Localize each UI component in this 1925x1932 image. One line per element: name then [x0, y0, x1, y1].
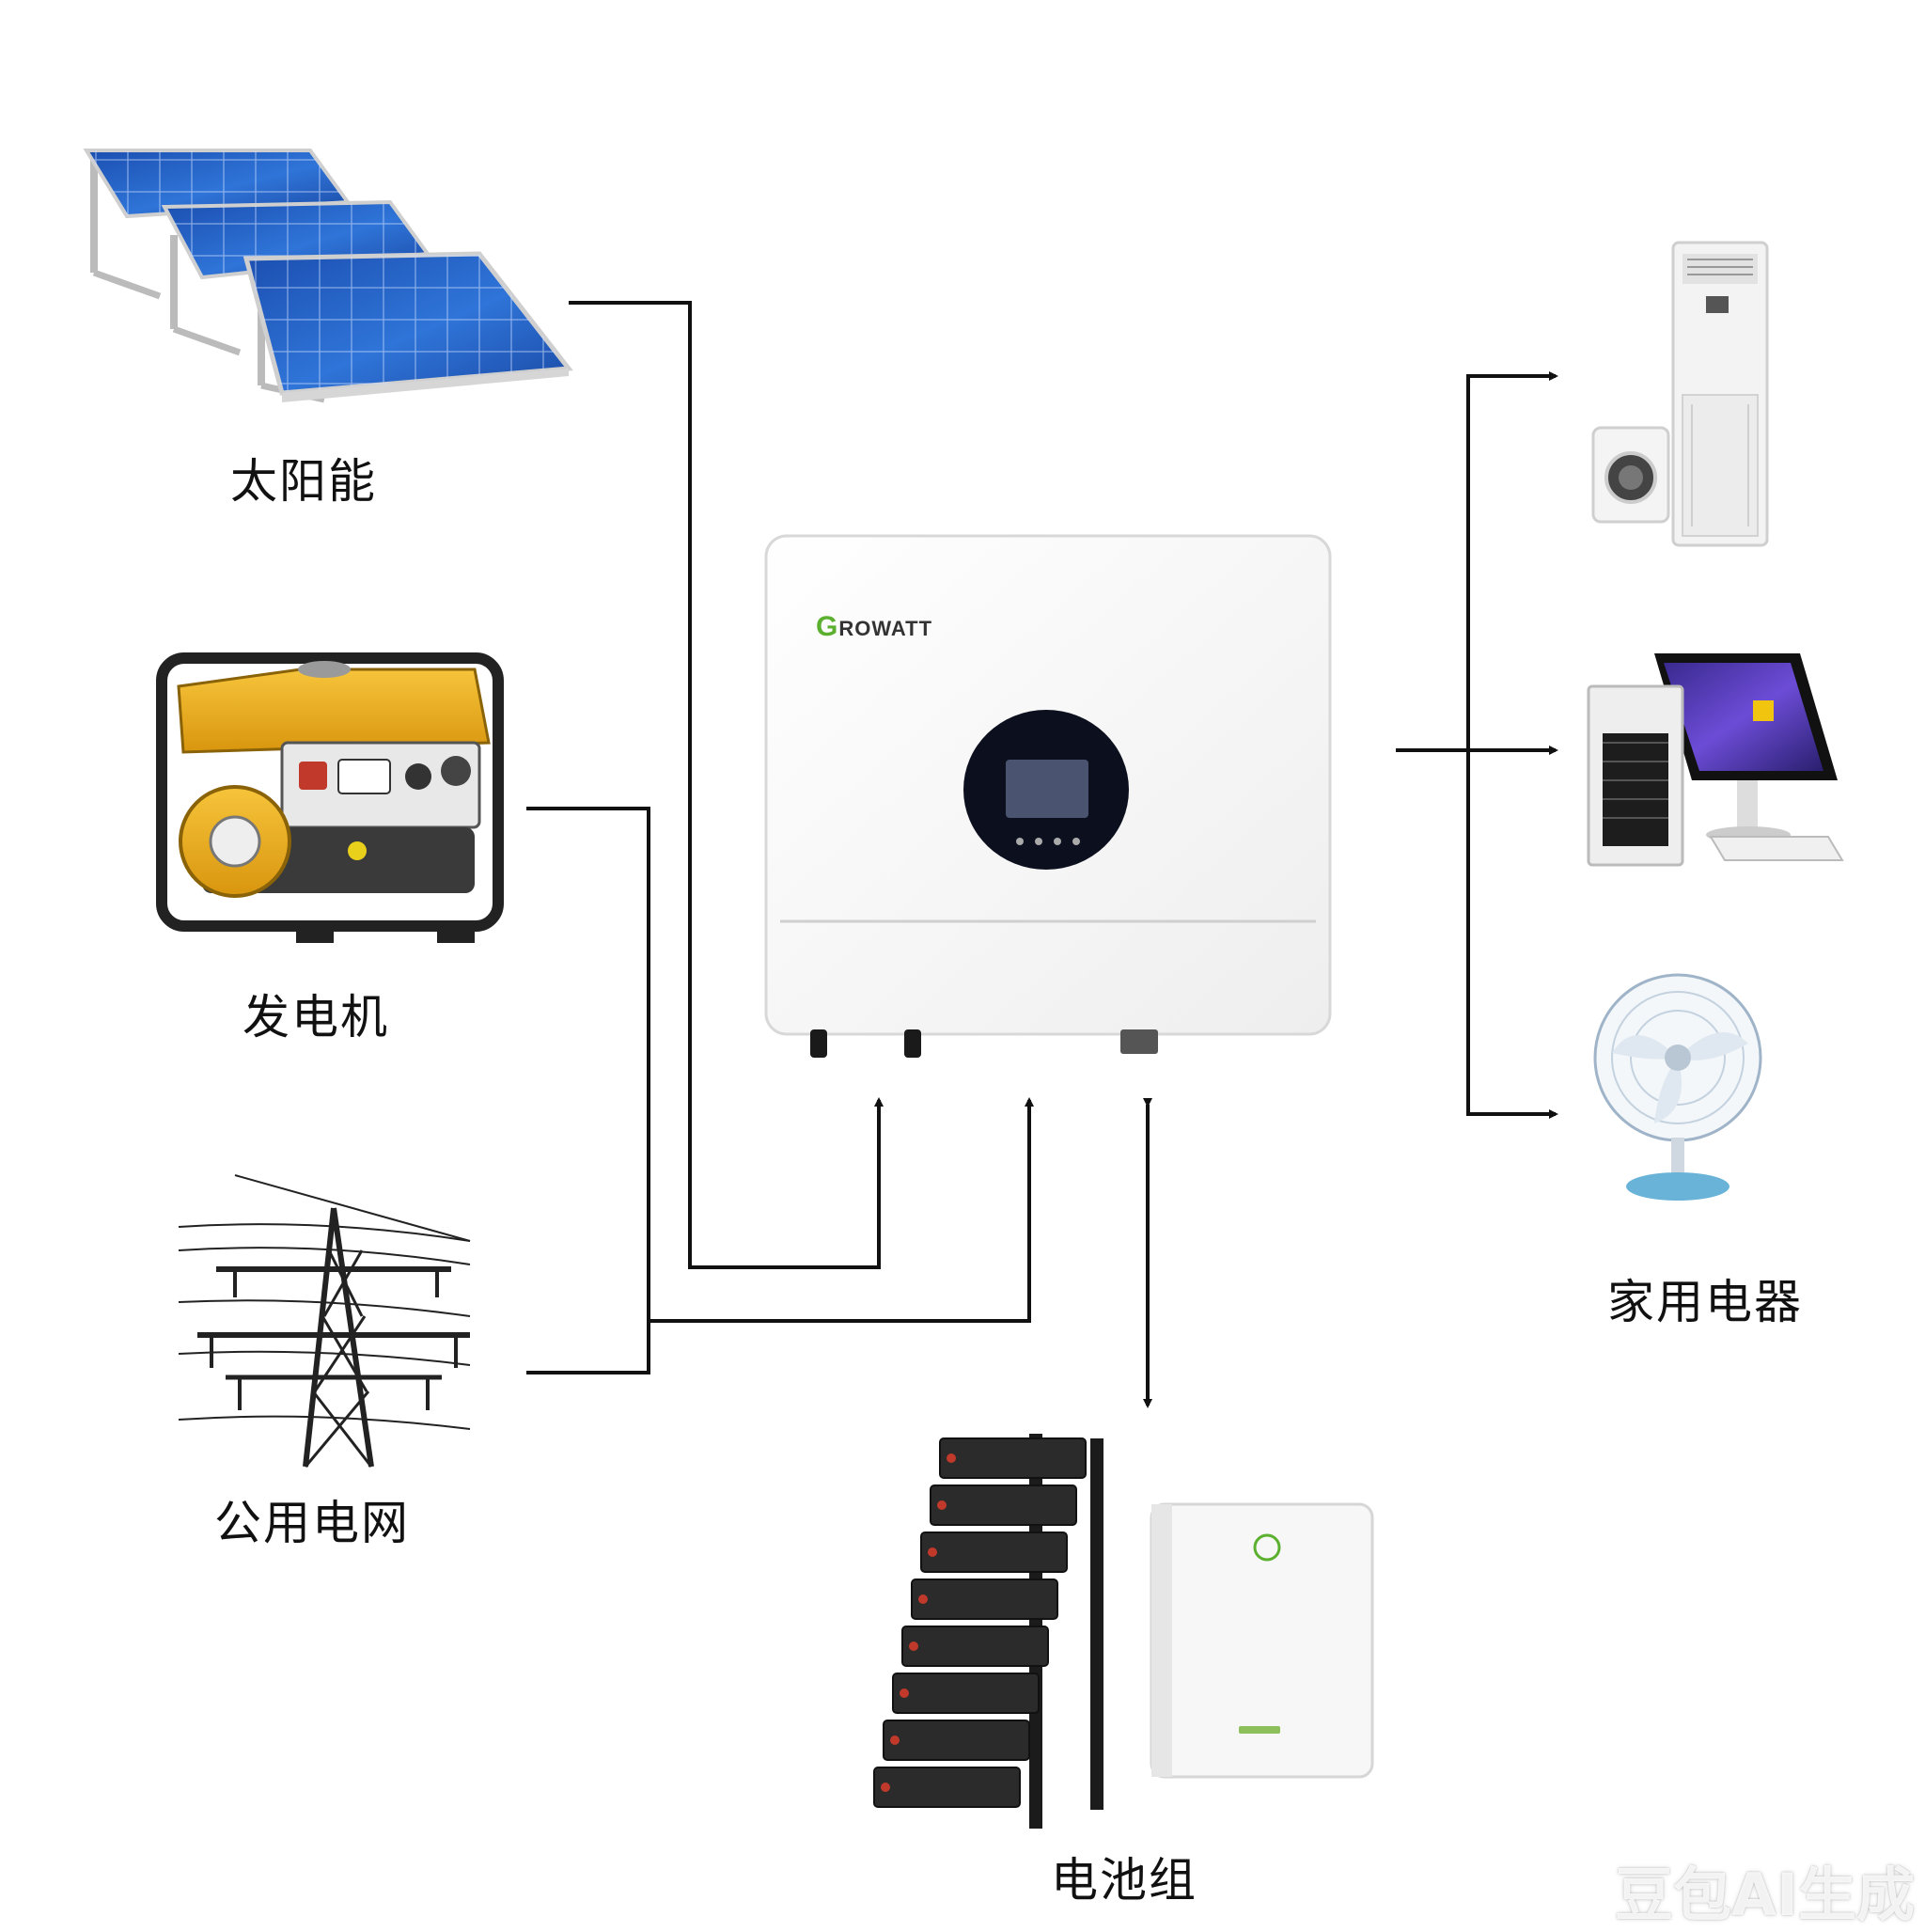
watermark-text: 豆包AI生成	[1615, 1861, 1916, 1929]
inverter-device	[764, 534, 1332, 1058]
inverter-screen	[1006, 760, 1088, 818]
label-home-appliances: 家用电器	[1607, 1275, 1803, 1329]
line-grid-to-inverter	[526, 1097, 1034, 1374]
air-conditioner-icon	[1671, 241, 1769, 547]
brand-rest: ROWATT	[838, 617, 933, 640]
line-generator-to-inverter	[526, 807, 650, 1321]
wall-battery-icon	[1150, 1502, 1374, 1779]
washing-machine-icon	[1591, 426, 1670, 524]
solar-panel-3	[243, 251, 573, 403]
line-to-air-conditioner	[1466, 371, 1558, 750]
label-solar: 太阳能	[230, 454, 377, 509]
label-generator: 发电机	[243, 990, 389, 1045]
generator-icon	[156, 652, 504, 943]
fan-icon	[1593, 973, 1762, 1201]
battery-rack-icon	[873, 1434, 1103, 1829]
computer-icon	[1587, 653, 1844, 867]
line-solar-to-inverter	[569, 301, 884, 1269]
connection-lines	[526, 301, 1558, 1408]
label-battery: 电池组	[1051, 1853, 1197, 1908]
brand-initial: G	[816, 611, 839, 642]
solar-panel-icon	[83, 149, 573, 403]
inverter-brand: GROWATT	[816, 611, 932, 643]
line-to-fan	[1466, 750, 1558, 1119]
label-grid: 公用电网	[214, 1496, 410, 1550]
power-tower-icon	[178, 1174, 471, 1468]
solar-panel-1	[83, 149, 352, 300]
